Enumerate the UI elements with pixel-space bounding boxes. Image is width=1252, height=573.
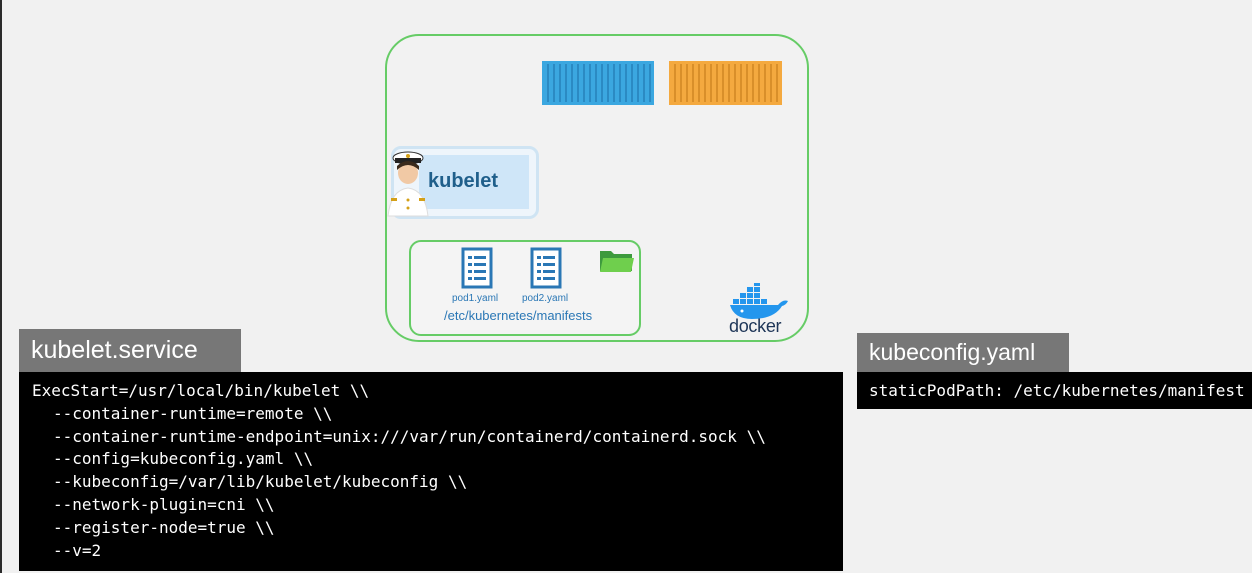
folder-icon [600, 251, 634, 272]
docker-label: docker [729, 316, 782, 336]
code-line-container-runtime: --container-runtime=remote \\ [53, 403, 333, 423]
pod1-yaml-file-icon [461, 247, 493, 289]
code-line-network-plugin: --network-plugin=cni \\ [53, 494, 275, 514]
code-line-container-runtime-endpoint: --container-runtime-endpoint=unix:///var… [53, 426, 766, 446]
code-line-register-node: --register-node=true \\ [53, 517, 275, 537]
manifests-path-label: /etc/kubernetes/manifests [444, 308, 593, 323]
code-line-config: --config=kubeconfig.yaml \\ [53, 449, 314, 469]
code-line-execstart: ExecStart=/usr/local/bin/kubelet \\ [32, 381, 370, 400]
kubeconfig-yaml-code: staticPodPath: /etc/kubernetes/manifest [857, 372, 1252, 409]
kubelet-service-code: ExecStart=/usr/local/bin/kubelet \\ --co… [19, 372, 843, 571]
captain-icon [387, 151, 429, 217]
pod1-yaml-label: pod1.yaml [452, 293, 499, 304]
docker-whale-icon [730, 283, 788, 319]
kubelet-service-title: kubelet.service [19, 329, 241, 372]
pod2-yaml-label: pod2.yaml [522, 293, 569, 304]
kubelet-label: kubelet [428, 170, 499, 192]
kubeconfig-yaml-title: kubeconfig.yaml [857, 333, 1069, 372]
pod2-yaml-file-icon [530, 247, 562, 289]
code-line-kubeconfig: --kubeconfig=/var/lib/kubelet/kubeconfig… [53, 472, 468, 492]
kubelet-label-background [419, 155, 529, 209]
left-edge-bar [0, 0, 2, 573]
code-line-verbosity: --v=2 [53, 540, 102, 560]
container-orange-icon [669, 61, 782, 105]
container-blue-icon [542, 61, 654, 105]
code-line-static-pod-path: staticPodPath: /etc/kubernetes/manifest [869, 381, 1245, 400]
